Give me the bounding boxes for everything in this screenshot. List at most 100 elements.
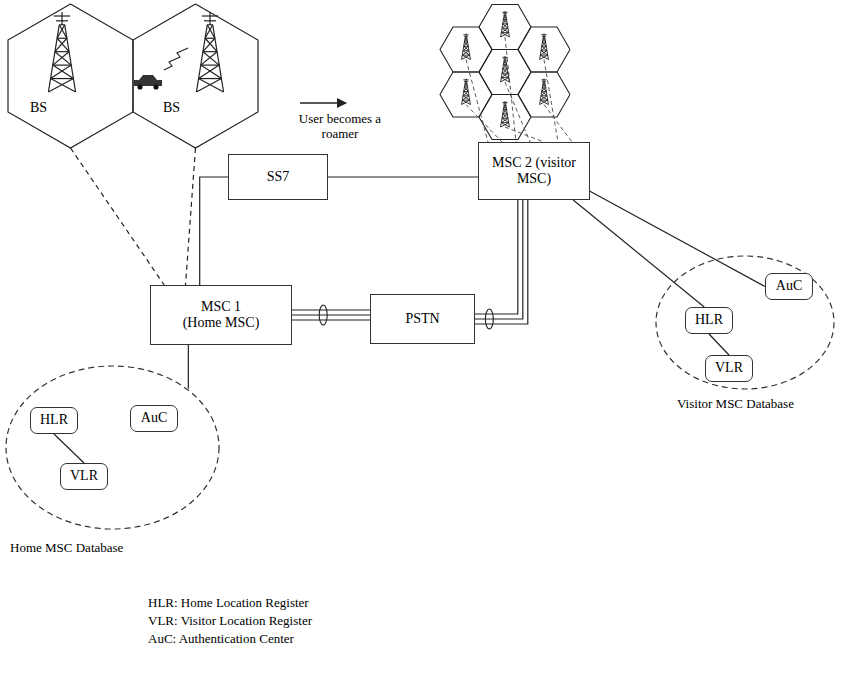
tower-icon [196, 12, 223, 92]
tower-stroke [205, 25, 213, 38]
tower-stroke [540, 51, 547, 55]
tower-stroke [503, 60, 505, 64]
tower-stroke [544, 79, 545, 83]
tower-stroke [203, 38, 215, 51]
tower-stroke [542, 83, 544, 87]
tower-stroke [462, 55, 470, 59]
tower-stroke [464, 83, 466, 87]
link-line [188, 345, 189, 389]
tower-icon [501, 56, 510, 82]
tower-stroke [53, 52, 69, 65]
link-line [590, 191, 765, 286]
tower-stroke [209, 12, 210, 25]
link-line [71, 148, 165, 285]
tower-stroke [55, 51, 69, 52]
link-line [292, 314, 370, 315]
node-label: HLR [40, 412, 68, 428]
tower-stroke [462, 100, 470, 104]
tower-stroke [502, 114, 507, 118]
hexagon-outline [133, 4, 258, 148]
cell-hexagon [479, 4, 531, 49]
link-line [328, 177, 478, 178]
tower-icon [501, 11, 510, 37]
cell-hexagon [479, 95, 531, 140]
tower-stroke [464, 81, 468, 82]
hexagon-outline [133, 4, 258, 148]
node-label: SS7 [267, 169, 290, 185]
link-line [328, 176, 478, 177]
tower-icon [540, 79, 549, 105]
backhaul-line [505, 127, 544, 142]
annotation-text: User becomes a roamer [292, 112, 388, 142]
tower-stroke [540, 100, 548, 104]
tower-stroke [464, 87, 468, 91]
node-label: MSC 1 (Home MSC) [180, 299, 262, 331]
tower-stroke [501, 118, 508, 122]
tower-stroke [51, 78, 74, 79]
tower-stroke [61, 12, 62, 25]
cell-hexagon: BS [8, 4, 133, 148]
tower-stroke [205, 38, 217, 51]
tower-stroke [201, 52, 217, 65]
legend-line: AuC: Authentication Center [148, 632, 294, 647]
tower-stroke [543, 83, 545, 87]
tower-stroke [542, 42, 546, 46]
tower-stroke [201, 65, 219, 66]
link-line [54, 434, 84, 463]
legend-line: AuC: Authentication Center [148, 632, 294, 647]
cell-hexagon [518, 72, 570, 117]
radio-link [164, 48, 188, 70]
tower-stroke [196, 79, 221, 92]
tower-stroke [54, 15, 70, 16]
tower-stroke [542, 81, 546, 82]
link-line [54, 434, 84, 463]
tower-stroke [504, 60, 506, 64]
tower-stroke [201, 65, 222, 78]
tower-stroke [540, 55, 548, 59]
register-box: AuC [130, 405, 178, 432]
tower-stroke [502, 118, 509, 122]
ellipse-outline [656, 256, 834, 389]
backhaul-line [466, 105, 502, 142]
tower-icon [462, 33, 471, 59]
tower-stroke [464, 42, 468, 46]
hexagon-outline [8, 4, 133, 148]
tower-stroke [199, 79, 224, 92]
trunk-ring [485, 309, 493, 329]
tower-stroke [502, 69, 507, 73]
tower-stroke [504, 15, 506, 19]
tower-icon [540, 33, 549, 59]
tower-stroke [503, 19, 507, 23]
msc-box: MSC 1 (Home MSC) [150, 285, 292, 345]
tower-stroke [543, 38, 545, 42]
node-label: AuC [141, 410, 167, 426]
tower-stroke [463, 34, 468, 35]
backhaul-line [505, 37, 516, 142]
tower-stroke [465, 83, 467, 87]
tower-stroke [463, 91, 468, 95]
tower-stroke [503, 65, 507, 69]
tower-stroke [501, 78, 509, 82]
register-box: VLR [60, 463, 108, 490]
tower-stroke [463, 51, 470, 55]
tower-stroke [541, 51, 548, 55]
tower-stroke [541, 46, 546, 50]
tower-stroke [501, 28, 508, 32]
node-label: VLR [715, 360, 743, 376]
tower-icon [48, 12, 75, 92]
tower-stroke [541, 34, 546, 35]
tower-drawings [48, 4, 572, 142]
tower-stroke [464, 91, 469, 95]
link-line [186, 148, 196, 285]
link-line [590, 191, 765, 286]
tower-stroke [53, 65, 71, 66]
tower-stroke [464, 36, 468, 37]
tower-stroke [463, 46, 468, 50]
ellipse-outline [5, 365, 220, 530]
tower-stroke [505, 101, 506, 105]
link-line [573, 200, 704, 307]
database-group: Visitor MSC DatabaseAuCHLRVLR [655, 255, 835, 390]
tower-stroke [541, 91, 546, 95]
tower-stroke [502, 57, 507, 58]
